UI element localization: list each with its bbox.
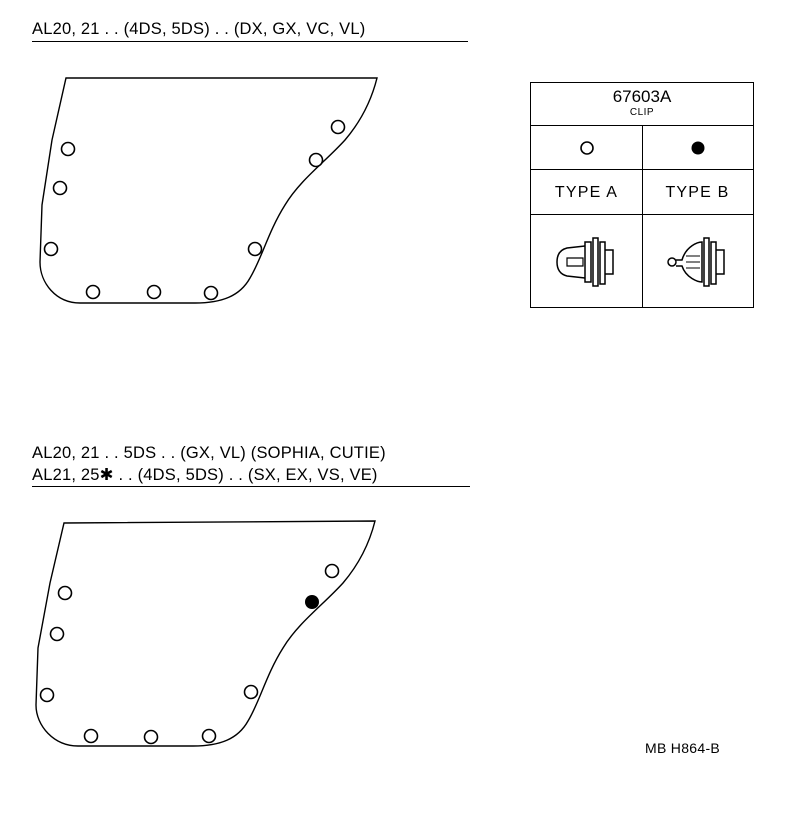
type-b-label: TYPE B <box>665 183 730 201</box>
clip-type-a-marker <box>247 241 263 257</box>
part-name: CLIP <box>629 107 655 118</box>
type-b-clip-drawing-cell <box>642 215 753 307</box>
type-a-clip-icon <box>555 237 614 287</box>
open-circle-icon <box>579 141 594 155</box>
clip-type-a-marker <box>57 585 73 601</box>
clip-type-a-marker <box>203 285 219 301</box>
door-trim-outline <box>39 77 378 304</box>
type-a-symbol-cell <box>531 126 642 170</box>
type-b-clip-icon <box>666 237 725 287</box>
clip-type-a-marker <box>85 284 101 300</box>
diagram-1-heading-underline <box>32 41 468 42</box>
clip-type-a-marker <box>308 152 324 168</box>
clip-type-a-marker <box>146 284 162 300</box>
legend-column-divider <box>642 126 643 307</box>
clip-type-a-marker <box>43 241 59 257</box>
reference-code: MB H864-B <box>645 740 721 756</box>
filled-circle-icon <box>691 141 704 155</box>
clip-type-a-marker <box>83 728 99 744</box>
clip-type-a-marker <box>143 729 159 745</box>
part-number: 67603A <box>612 87 672 106</box>
type-a-clip-drawing-cell <box>531 215 642 307</box>
clip-type-a-marker <box>39 687 55 703</box>
diagram-2-heading-underline <box>32 486 470 487</box>
clip-type-a-marker <box>60 141 76 157</box>
clip-type-a-marker <box>324 563 340 579</box>
clip-type-a-marker <box>330 119 346 135</box>
type-b-symbol-cell <box>642 126 753 170</box>
legend-header-row: 67603A CLIP <box>531 83 753 126</box>
clip-type-a-marker <box>49 626 65 642</box>
clip-type-a-marker <box>201 728 217 744</box>
diagram-2-heading-line-1: AL20, 21 . . 5DS . . (GX, VL) (SOPHIA, C… <box>32 444 386 462</box>
clip-type-a-marker <box>52 180 68 196</box>
door-trim-outline <box>35 520 376 747</box>
diagram-2-heading-line-2: AL21, 25✱ . . (4DS, 5DS) . . (SX, EX, VS… <box>32 466 378 484</box>
clip-type-b-marker <box>305 595 319 609</box>
clip-legend-table: 67603A CLIP TYPE A TYPE B <box>530 82 754 308</box>
type-a-label: TYPE A <box>554 183 619 201</box>
clip-type-a-marker <box>243 684 259 700</box>
diagram-1-heading: AL20, 21 . . (4DS, 5DS) . . (DX, GX, VC,… <box>32 20 366 38</box>
